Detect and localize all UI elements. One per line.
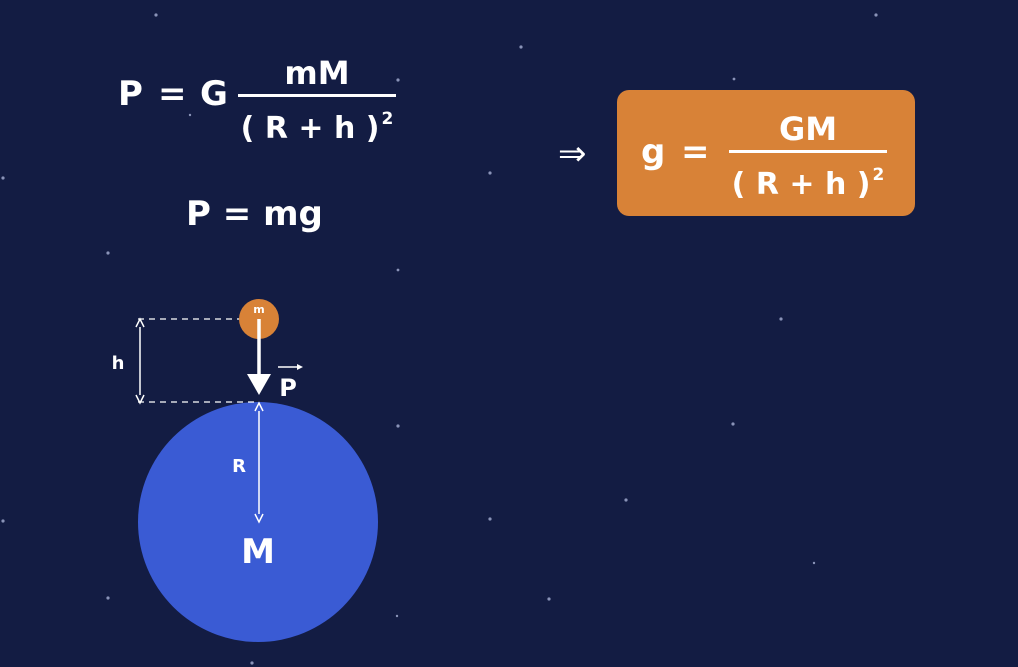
result-lhs: g bbox=[641, 132, 666, 172]
planet-label: M bbox=[241, 532, 275, 572]
radius-label: R bbox=[232, 456, 246, 477]
planet-circle bbox=[138, 402, 378, 642]
small-mass-label: m bbox=[253, 303, 264, 316]
result-equals: = bbox=[681, 132, 710, 172]
weight-formula: P = mg bbox=[186, 194, 323, 234]
height-label: h bbox=[112, 353, 125, 374]
result-numerator: GM bbox=[778, 110, 838, 148]
result-exponent: 2 bbox=[872, 165, 885, 185]
implies-symbol: ⇒ bbox=[558, 134, 587, 174]
result-fraction-bar bbox=[729, 150, 887, 153]
result-denominator: ( R + h )2 bbox=[731, 165, 885, 202]
gravitational-constant: G bbox=[200, 74, 228, 114]
gravitation-fraction: mM ( R + h )2 bbox=[238, 54, 396, 147]
formula-lhs: P bbox=[118, 74, 143, 114]
fraction-numerator: mM bbox=[284, 54, 350, 92]
fraction-bar bbox=[238, 94, 396, 97]
formula-equals: = bbox=[158, 74, 187, 114]
fraction-denominator: ( R + h )2 bbox=[240, 109, 394, 146]
result-fraction: GM ( R + h )2 bbox=[729, 110, 887, 203]
result-box: g = GM ( R + h )2 bbox=[617, 90, 915, 216]
exponent: 2 bbox=[381, 109, 394, 129]
force-label: P bbox=[279, 374, 297, 402]
